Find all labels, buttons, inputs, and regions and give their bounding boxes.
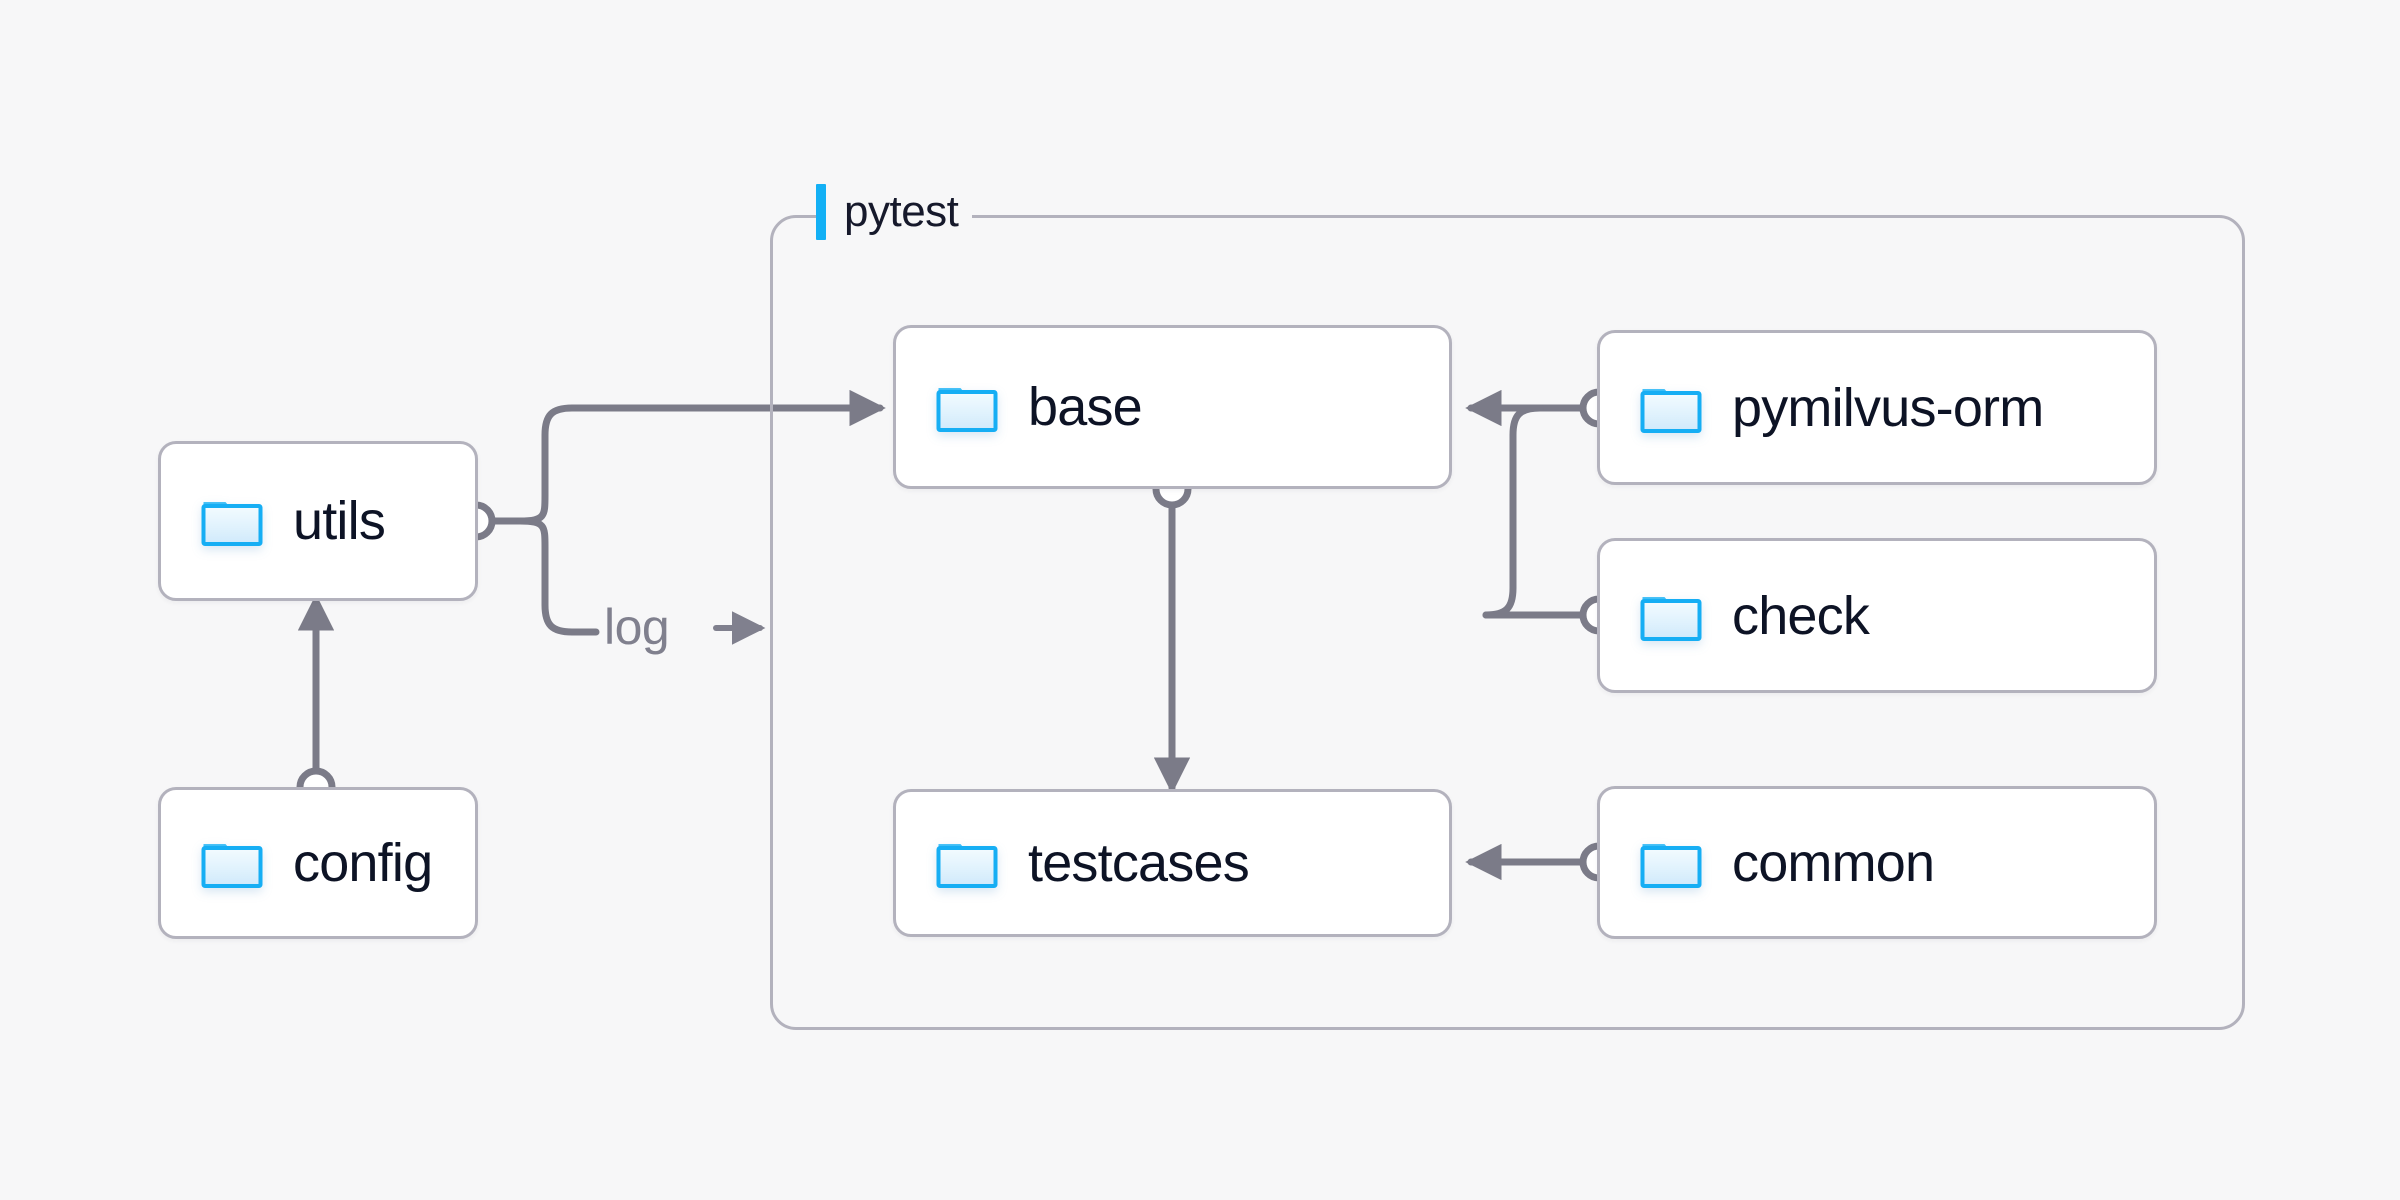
group-title: pytest: [844, 187, 959, 236]
folder-icon: [201, 835, 263, 891]
node-base[interactable]: base: [893, 325, 1452, 489]
folder-icon: [1640, 835, 1702, 891]
folder-icon: [201, 493, 263, 549]
node-label: testcases: [1028, 833, 1250, 893]
node-testcases[interactable]: testcases: [893, 789, 1452, 937]
folder-icon: [936, 379, 998, 435]
folder-icon: [936, 835, 998, 891]
node-label: base: [1028, 377, 1143, 437]
node-label: pymilvus-orm: [1732, 377, 2044, 438]
edge-utils-to-log: [516, 517, 600, 636]
folder-icon: [1640, 380, 1702, 436]
node-utils[interactable]: utils: [158, 441, 478, 601]
node-label: utils: [293, 491, 386, 551]
folder-icon: [1640, 588, 1702, 644]
group-pytest-label: pytest: [816, 180, 973, 244]
node-label: config: [293, 833, 433, 893]
node-common[interactable]: common: [1597, 786, 2157, 939]
group-pytest: [770, 215, 2245, 1030]
edge-label-log: log: [604, 599, 670, 655]
node-pymilvus-orm[interactable]: pymilvus-orm: [1597, 330, 2157, 485]
node-label: common: [1732, 832, 1935, 893]
node-check[interactable]: check: [1597, 538, 2157, 693]
group-accent-bar: [816, 184, 826, 240]
node-config[interactable]: config: [158, 787, 478, 939]
node-label: check: [1732, 585, 1870, 646]
